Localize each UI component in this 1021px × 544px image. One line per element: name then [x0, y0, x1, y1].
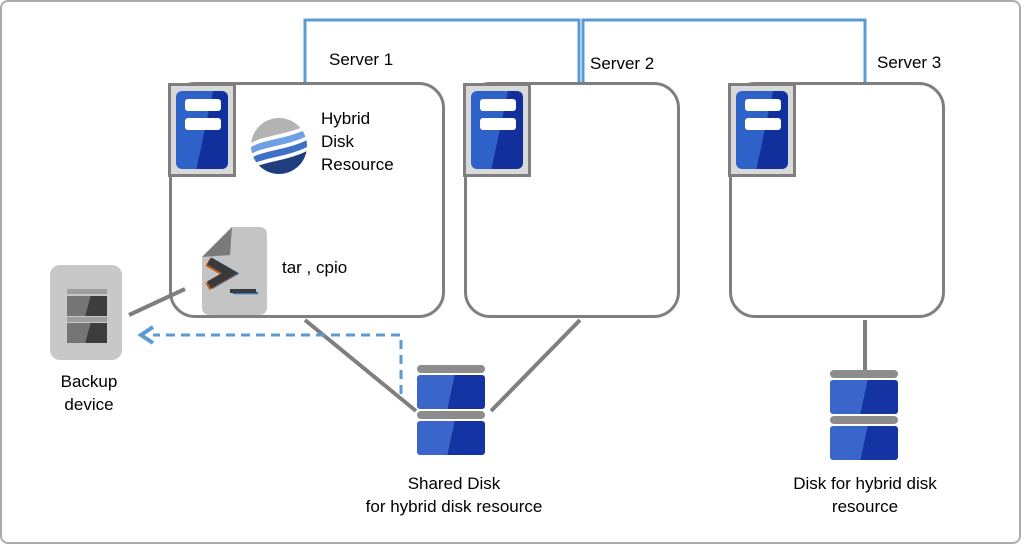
script-file-icon	[202, 227, 267, 315]
disk-cap	[417, 411, 485, 419]
hybrid-disk-label: Disk for hybrid disk resource	[715, 472, 1015, 518]
backup-device-drive	[67, 296, 107, 316]
server1-label: Server 1	[329, 50, 394, 69]
server2-shared-disk-line	[489, 318, 582, 413]
server1-shared-disk-line	[303, 318, 418, 413]
backup-device-label: Backup device	[29, 370, 149, 416]
backup-flow-dashed-line	[153, 333, 403, 394]
hybrid-line2: Disk	[321, 132, 355, 151]
backup-tools-label: tar , cpio	[282, 258, 348, 277]
disk-unit	[417, 375, 485, 409]
tower-slot	[745, 118, 781, 130]
backup-device-icon	[50, 265, 122, 360]
server3-label: Server 3	[877, 53, 942, 72]
server3-box	[729, 82, 945, 318]
disk-cap	[417, 365, 485, 373]
backup-label-line2: device	[64, 395, 114, 414]
shared-disk-label: Shared Disk for hybrid disk resource	[304, 472, 604, 518]
hybrid-line3: Resource	[321, 155, 394, 174]
disk-unit	[417, 421, 485, 455]
hybrid-disk-label-line2: resource	[831, 497, 899, 516]
hybrid-line1: Hybrid	[321, 109, 371, 128]
hybrid-disk-resource-icon	[251, 118, 307, 174]
disk-unit	[830, 426, 898, 460]
shared-disk-label-line1: Shared Disk	[407, 474, 501, 493]
tower-slot	[185, 99, 221, 111]
backup-device-drive	[67, 323, 107, 343]
tower-slot	[745, 99, 781, 111]
shared-disk-label-line2: for hybrid disk resource	[365, 497, 543, 516]
disk-unit	[830, 380, 898, 414]
tower-slot	[480, 118, 516, 130]
tower-slot	[185, 118, 221, 130]
hybrid-disk-resource-label: Hybrid Disk Resource	[321, 107, 394, 176]
server-tower-body	[471, 91, 523, 169]
tower-slot	[480, 99, 516, 111]
server1-tower-icon	[168, 83, 236, 177]
disk-cap	[830, 416, 898, 424]
backup-device-slot	[67, 317, 107, 322]
server-tower-body	[736, 91, 788, 169]
hybrid-disk-label-line1: Disk for hybrid disk	[793, 474, 937, 493]
backup-label-line1: Backup	[60, 372, 118, 391]
server2-tower-icon	[463, 83, 531, 177]
hybrid-disk-icon	[830, 370, 898, 462]
shared-disk-icon	[417, 365, 485, 457]
disk-cap	[830, 370, 898, 378]
backup-flow-arrowhead	[137, 325, 155, 345]
backup-device-slot	[67, 289, 107, 294]
server3-tower-icon	[728, 83, 796, 177]
server-tower-body	[176, 91, 228, 169]
server2-label: Server 2	[590, 54, 655, 73]
